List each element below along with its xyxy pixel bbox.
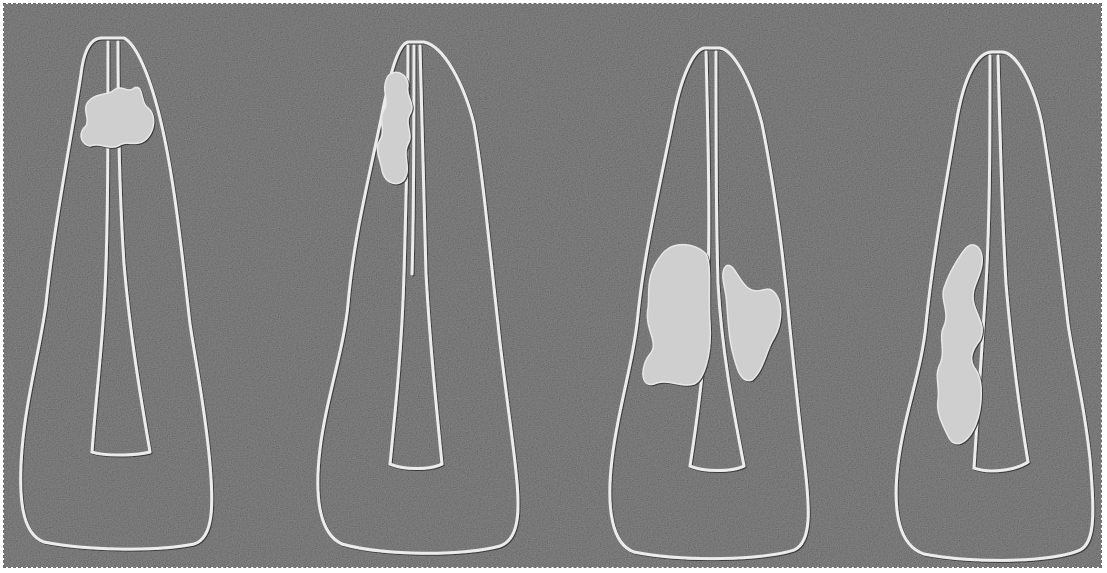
dental-radiograph-illustration <box>4 4 1102 568</box>
image-frame <box>3 3 1102 568</box>
background <box>4 4 1102 568</box>
